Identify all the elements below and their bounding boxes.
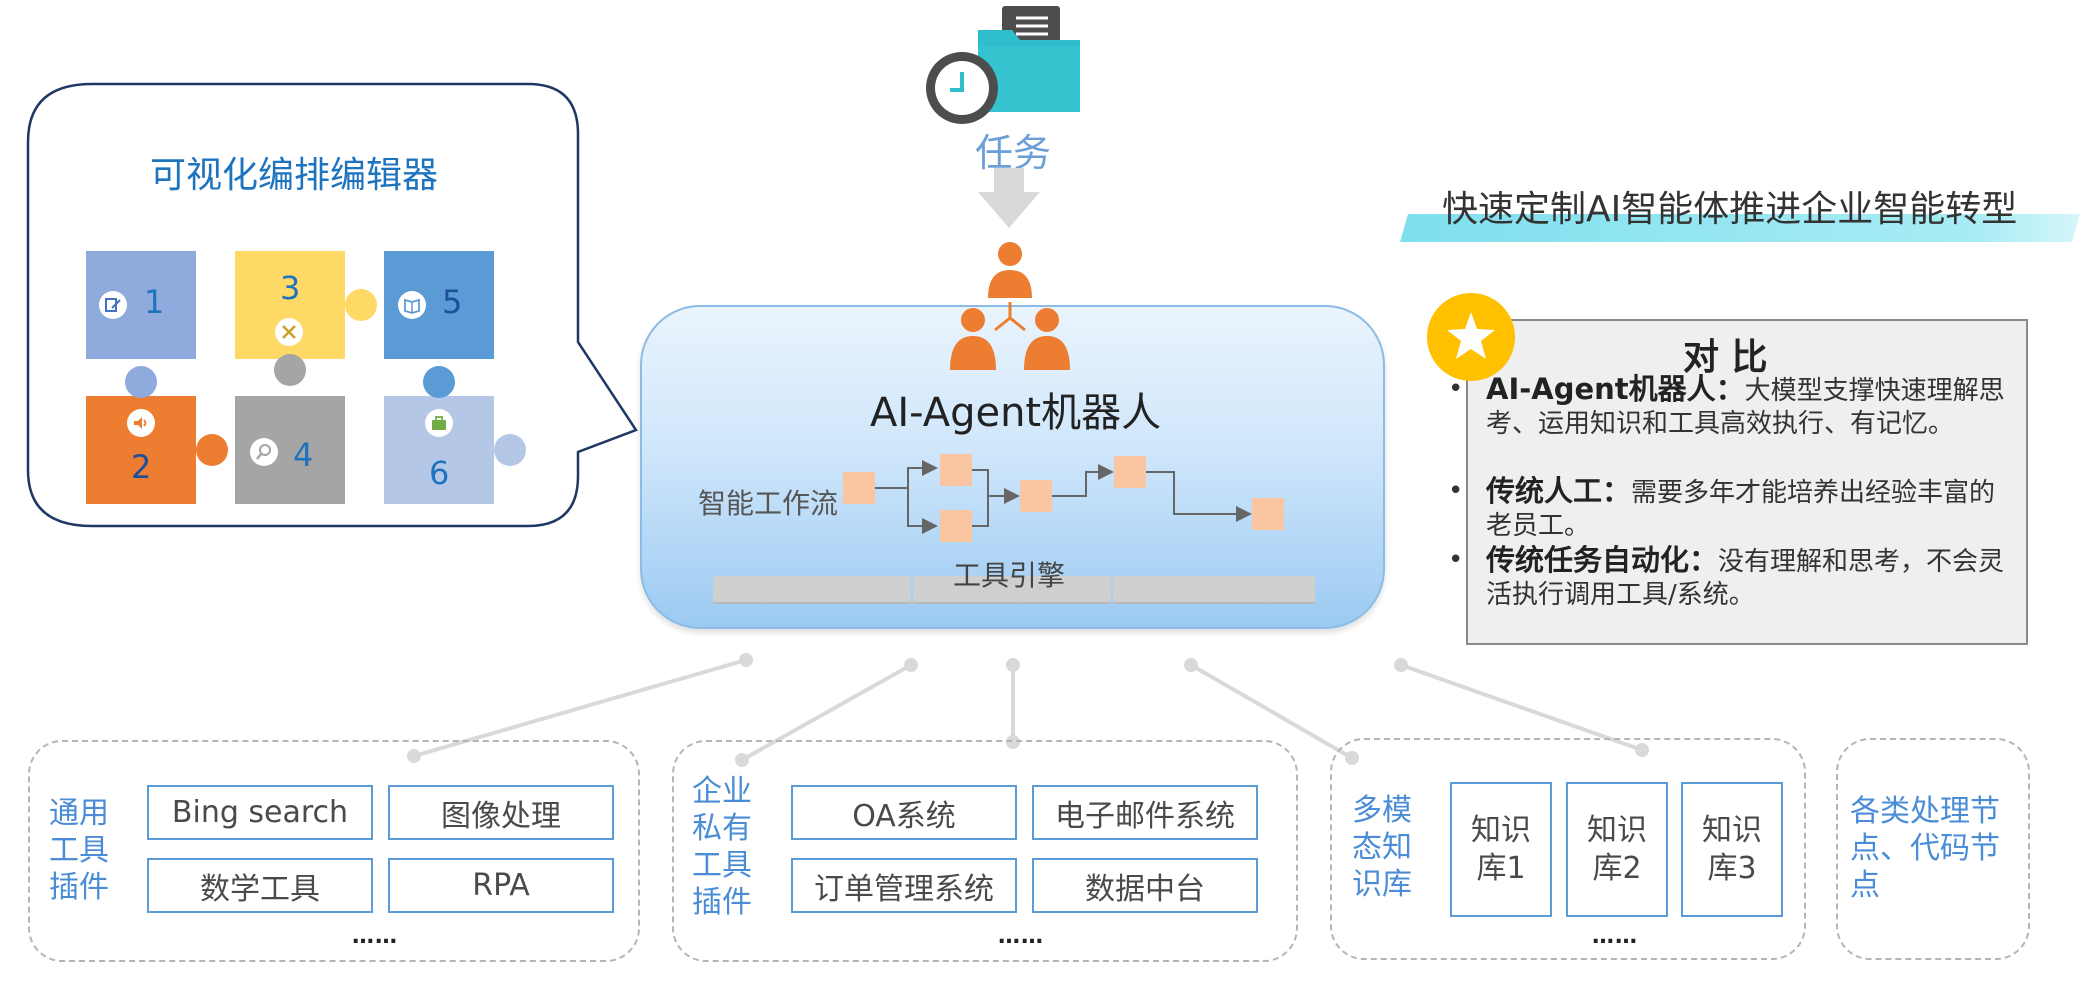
nodes-label: 各类处理节 点、代码节 点 xyxy=(1850,794,2000,903)
engine-segment xyxy=(713,576,911,604)
tool-order-system[interactable]: 订单管理系统 xyxy=(791,858,1017,913)
compare-title: 对 比 xyxy=(1683,337,1768,378)
book-icon xyxy=(398,291,426,319)
enterprise-tools-group xyxy=(672,740,1298,962)
puzzle-knob xyxy=(125,366,157,398)
tool-rpa[interactable]: RPA xyxy=(388,858,614,913)
compare-item: • 传统人工：需要多年才能培养出经验丰富的老员工。 xyxy=(1448,474,1996,542)
knowledge-base-3[interactable]: 知识 库3 xyxy=(1681,782,1783,917)
workflow-node xyxy=(1252,498,1284,530)
tools-icon xyxy=(275,318,303,346)
agent-title: AI-Agent机器人 xyxy=(870,390,1162,436)
workflow-node xyxy=(940,454,972,486)
general-tools-label: 通用 工具 插件 xyxy=(49,796,109,905)
puzzle-piece-4[interactable]: 4 xyxy=(235,396,345,504)
workflow-diagram xyxy=(875,460,1252,534)
knowledge-group xyxy=(1330,738,1806,960)
compare-item: • AI-Agent机器人：大模型支撑快速理解思考、运用知识和工具高效执行、有记… xyxy=(1448,372,2005,440)
puzzle-knob xyxy=(274,354,306,386)
general-tools-group xyxy=(28,740,640,962)
speaker-icon xyxy=(127,409,155,437)
knowledge-base-1[interactable]: 知识 库1 xyxy=(1450,782,1552,917)
task-icon xyxy=(926,6,1080,124)
tool-data-platform[interactable]: 数据中台 xyxy=(1032,858,1258,913)
agent-box xyxy=(640,305,1385,629)
engine-segment xyxy=(1113,576,1315,604)
person-group-icon xyxy=(950,242,1070,370)
star-icon xyxy=(1427,293,1515,381)
workflow-node xyxy=(1020,480,1052,512)
arrow-down-icon xyxy=(978,168,1040,228)
tool-image-processing[interactable]: 图像处理 xyxy=(388,785,614,840)
search-icon xyxy=(250,438,278,466)
tool-oa-system[interactable]: OA系统 xyxy=(791,785,1017,840)
briefcase-icon xyxy=(425,409,453,437)
more-indicator: …… xyxy=(998,924,1044,949)
workflow-node xyxy=(1114,456,1146,488)
headline: 快速定制AI智能体推进企业智能转型 xyxy=(1442,189,2018,230)
edit-icon xyxy=(99,291,127,319)
headline-band xyxy=(1400,214,2080,242)
tool-email-system[interactable]: 电子邮件系统 xyxy=(1032,785,1258,840)
more-indicator: …… xyxy=(352,924,398,949)
workflow-label: 智能工作流 xyxy=(698,487,839,520)
compare-panel xyxy=(1466,319,2028,645)
knowledge-base-2[interactable]: 知识 库2 xyxy=(1566,782,1668,917)
workflow-node xyxy=(940,510,972,542)
enterprise-tools-label: 企业 私有 工具 插件 xyxy=(692,774,752,920)
knowledge-label: 多模 态知 识库 xyxy=(1352,793,1412,902)
engine-label: 工具引擎 xyxy=(953,559,1066,592)
task-label: 任务 xyxy=(975,131,1052,175)
tool-math[interactable]: 数学工具 xyxy=(147,858,373,913)
engine-segment xyxy=(913,576,1111,604)
puzzle-knob xyxy=(196,434,228,466)
puzzle-knob xyxy=(494,434,526,466)
more-indicator: …… xyxy=(1592,924,1638,949)
nodes-group xyxy=(1836,738,2030,960)
editor-title: 可视化编排编辑器 xyxy=(150,155,439,196)
tool-bing-search[interactable]: Bing search xyxy=(147,785,373,840)
workflow-node xyxy=(843,472,875,504)
compare-item: • 传统任务自动化：没有理解和思考，不会灵活执行调用工具/系统。 xyxy=(1448,543,2005,611)
puzzle-knob xyxy=(423,366,455,398)
puzzle-knob xyxy=(345,289,377,321)
